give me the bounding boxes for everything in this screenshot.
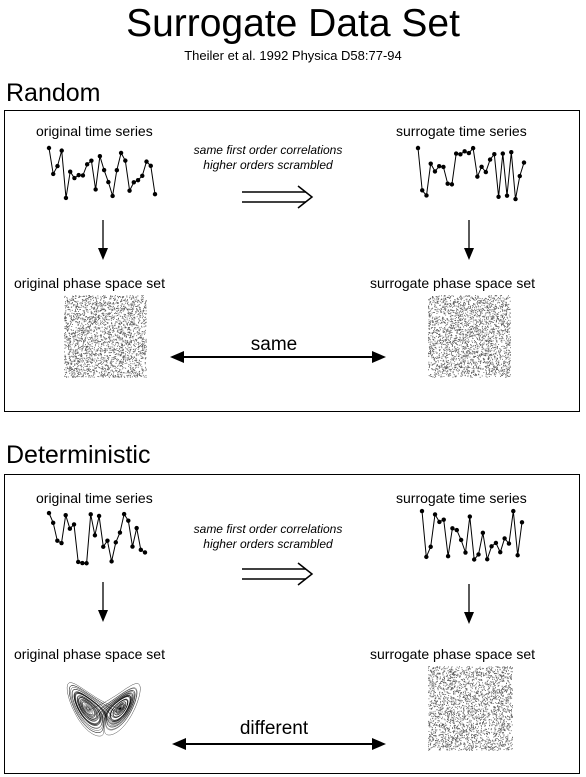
original-series-label: original time series xyxy=(36,123,153,139)
original-time-series-random xyxy=(46,145,158,201)
down-arrow-icon xyxy=(464,220,474,260)
surrogate-time-series-deterministic xyxy=(419,508,525,562)
down-arrow-icon xyxy=(464,584,474,624)
surrogate-phase-label: surrogate phase space set xyxy=(370,275,535,291)
original-series-label: original time series xyxy=(36,490,153,506)
section-label-deterministic: Deterministic xyxy=(6,441,151,469)
surrogate-series-label: surrogate time series xyxy=(396,490,527,506)
lorenz-attractor-icon xyxy=(66,682,141,737)
original-phase-label: original phase space set xyxy=(14,646,165,662)
original-time-series-deterministic xyxy=(46,510,148,566)
page-title: Surrogate Data Set xyxy=(126,2,460,45)
surrogate-series-label: surrogate time series xyxy=(396,123,527,139)
down-arrow-icon xyxy=(98,582,108,622)
down-arrow-icon xyxy=(98,220,108,260)
double-arrow-icon xyxy=(172,738,386,750)
original-phase-space-random xyxy=(64,295,147,378)
comparison-word-random: same xyxy=(250,334,298,355)
surrogate-time-series-random xyxy=(415,145,527,202)
implies-arrow-icon xyxy=(242,562,314,586)
section-label-random: Random xyxy=(6,79,101,107)
original-phase-label: original phase space set xyxy=(14,275,165,291)
surrogate-phase-space-random xyxy=(428,295,511,378)
surrogate-phase-label: surrogate phase space set xyxy=(370,646,535,662)
implies-arrow-icon xyxy=(242,185,314,209)
citation: Theiler et al. 1992 Physica D58:77-94 xyxy=(184,48,402,63)
panel-deterministic xyxy=(4,474,580,774)
panel-random xyxy=(4,110,580,412)
surrogate-phase-space-deterministic xyxy=(428,666,513,751)
comparison-word-deterministic: different xyxy=(239,718,309,739)
double-arrow-icon xyxy=(170,351,386,363)
